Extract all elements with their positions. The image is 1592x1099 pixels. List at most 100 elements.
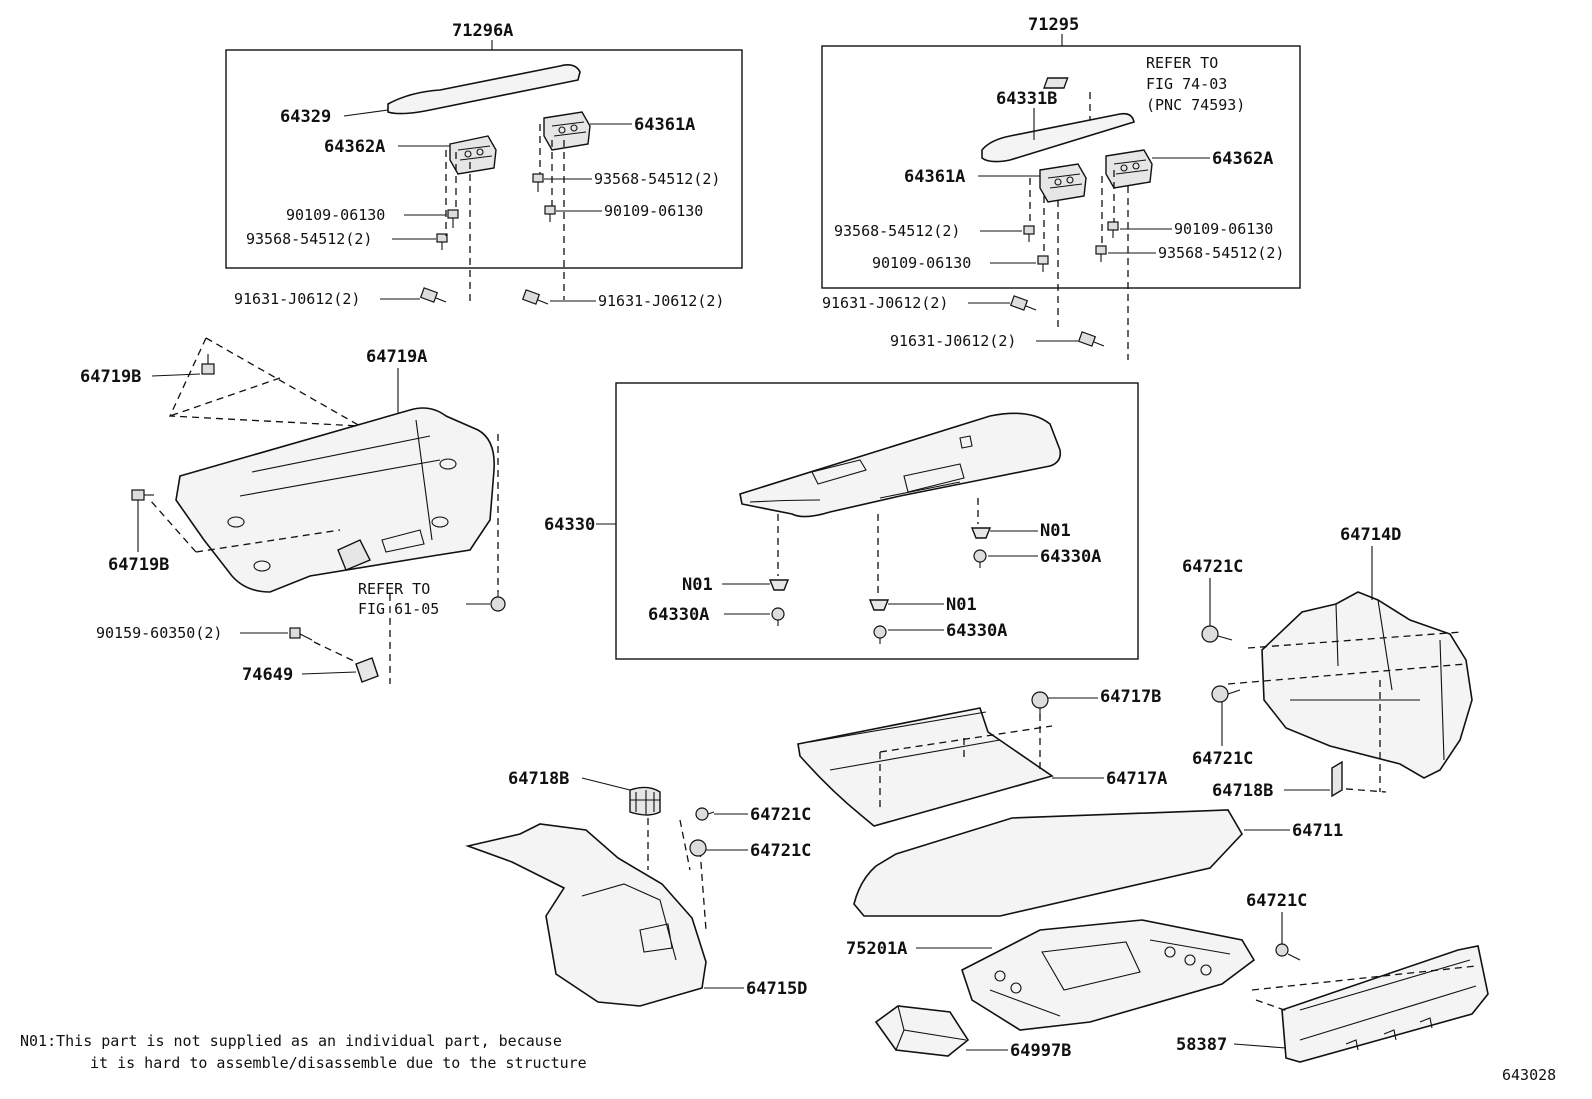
- clip-fig61-05: [490, 592, 506, 612]
- label-64362A-right: 64362A: [1212, 149, 1273, 169]
- label-64362A-left: 64362A: [324, 137, 385, 157]
- bolt-90109-right-2: [1107, 221, 1119, 238]
- label-93568-left-2: 93568-54512(2): [246, 230, 372, 248]
- label-64330A-a: 64330A: [648, 605, 709, 625]
- part-64997B-box: [874, 1005, 970, 1057]
- label-93568-left-1: 93568-54512(2): [594, 170, 720, 188]
- part-64362A-hinge-left: [449, 135, 497, 175]
- label-64715D: 64715D: [746, 979, 807, 999]
- ref-plate-74593: [1043, 77, 1069, 89]
- label-90159: 90159-60350(2): [96, 624, 222, 642]
- clip-n01-a: [768, 579, 790, 591]
- part-64361A-hinge-right: [1039, 163, 1087, 203]
- ref-fig74-line3: (PNC 74593): [1146, 96, 1245, 114]
- clip-64721C-d: [689, 839, 707, 857]
- label-64330A-b: 64330A: [946, 621, 1007, 641]
- part-75201A-tray: [961, 919, 1256, 1031]
- assembly-box-right: [821, 45, 1301, 289]
- label-64721C-e: 64721C: [1246, 891, 1307, 911]
- bolt-93568-left-1: [532, 173, 544, 192]
- part-64714D-side-trim: [1261, 591, 1473, 779]
- label-64718B-right: 64718B: [1212, 781, 1273, 801]
- clip-64721C-c: [695, 807, 715, 821]
- clip-64721C-a: [1201, 625, 1233, 643]
- label-64721C-b: 64721C: [1192, 749, 1253, 769]
- bolt-90109-left-2: [544, 205, 556, 222]
- label-91631-left-2: 91631-J0612(2): [598, 292, 724, 310]
- part-64362A-hinge-right: [1105, 149, 1153, 189]
- assembly-box-left: [225, 49, 743, 269]
- clip-n01-b: [868, 599, 890, 611]
- label-58387: 58387: [1176, 1035, 1227, 1055]
- label-64717B: 64717B: [1100, 687, 1161, 707]
- label-71295: 71295: [1028, 15, 1079, 35]
- label-64997B: 64997B: [1010, 1041, 1071, 1061]
- footnote-line1: N01:This part is not supplied as an indi…: [20, 1032, 562, 1050]
- bolt-93568-right-1: [1023, 225, 1035, 242]
- label-64719B-bottom: 64719B: [108, 555, 169, 575]
- figure-id: 643028: [1502, 1066, 1556, 1084]
- label-90109-left-1: 90109-06130: [286, 206, 385, 224]
- ref-fig61-line2: FIG 61-05: [358, 600, 439, 618]
- part-58387-sill: [1281, 945, 1489, 1063]
- clip-64721C-b: [1211, 685, 1241, 703]
- part-64718B-left: [629, 786, 661, 816]
- label-64330A-c: 64330A: [1040, 547, 1101, 567]
- label-64718B-left: 64718B: [508, 769, 569, 789]
- label-90109-left-2: 90109-06130: [604, 202, 703, 220]
- part-64715D-side-trim: [465, 823, 707, 1007]
- bolt-90159: [289, 627, 313, 641]
- part-64717A-floor-trim: [797, 707, 1054, 827]
- label-64717A: 64717A: [1106, 769, 1167, 789]
- clip-n01-c: [970, 527, 992, 539]
- part-64711-floor-mat: [853, 809, 1243, 917]
- footnote-line2: it is hard to assemble/disassemble due t…: [90, 1054, 587, 1072]
- bolt-93568-right-2: [1095, 245, 1107, 262]
- label-64329: 64329: [280, 107, 331, 127]
- clip-64330A-c: [973, 549, 987, 568]
- label-64721C-a: 64721C: [1182, 557, 1243, 577]
- ref-fig74-line1: REFER TO: [1146, 54, 1218, 72]
- label-64331B: 64331B: [996, 89, 1057, 109]
- clip-64721C-e: [1275, 943, 1301, 961]
- clip-91631-right-1: [1009, 295, 1037, 311]
- clip-91631-right-2: [1077, 331, 1105, 347]
- label-64361A-right: 64361A: [904, 167, 965, 187]
- label-64719B-top: 64719B: [80, 367, 141, 387]
- part-64331B-bar: [981, 112, 1135, 163]
- clip-91631-left-2: [521, 289, 549, 305]
- label-64714D: 64714D: [1340, 525, 1401, 545]
- bolt-90109-left-1: [447, 209, 459, 228]
- part-74649-bracket: [355, 657, 379, 683]
- label-n01-a: N01: [682, 575, 713, 595]
- label-64361A-left: 64361A: [634, 115, 695, 135]
- clip-64330A-a: [771, 607, 785, 626]
- label-64721C-c: 64721C: [750, 805, 811, 825]
- label-90109-right-1: 90109-06130: [872, 254, 971, 272]
- assembly-box-center: [615, 382, 1139, 660]
- label-n01-b: N01: [946, 595, 977, 615]
- ref-fig74-line2: FIG 74-03: [1146, 75, 1227, 93]
- label-71296A: 71296A: [452, 21, 513, 41]
- part-64718B-right: [1331, 760, 1343, 798]
- ref-fig61-line1: REFER TO: [358, 580, 430, 598]
- label-74649: 74649: [242, 665, 293, 685]
- label-91631-left-1: 91631-J0612(2): [234, 290, 360, 308]
- clip-64330A-b: [873, 625, 887, 644]
- bolt-90109-right-1: [1037, 255, 1049, 272]
- part-64719A-lid-trim: [175, 407, 495, 593]
- label-91631-right-1: 91631-J0612(2): [822, 294, 948, 312]
- label-93568-right-2: 93568-54512(2): [1158, 244, 1284, 262]
- label-93568-right-1: 93568-54512(2): [834, 222, 960, 240]
- label-n01-c: N01: [1040, 521, 1071, 541]
- part-64330-trim-board: [739, 412, 1062, 518]
- clip-64719B-top: [201, 354, 215, 375]
- label-64721C-d: 64721C: [750, 841, 811, 861]
- part-64329-bar: [387, 64, 581, 115]
- part-64361A-hinge-left: [543, 111, 591, 151]
- label-75201A: 75201A: [846, 939, 907, 959]
- clip-64719B-bottom: [131, 489, 154, 501]
- bolt-93568-left-2: [436, 233, 448, 250]
- clip-91631-left-1: [419, 287, 447, 303]
